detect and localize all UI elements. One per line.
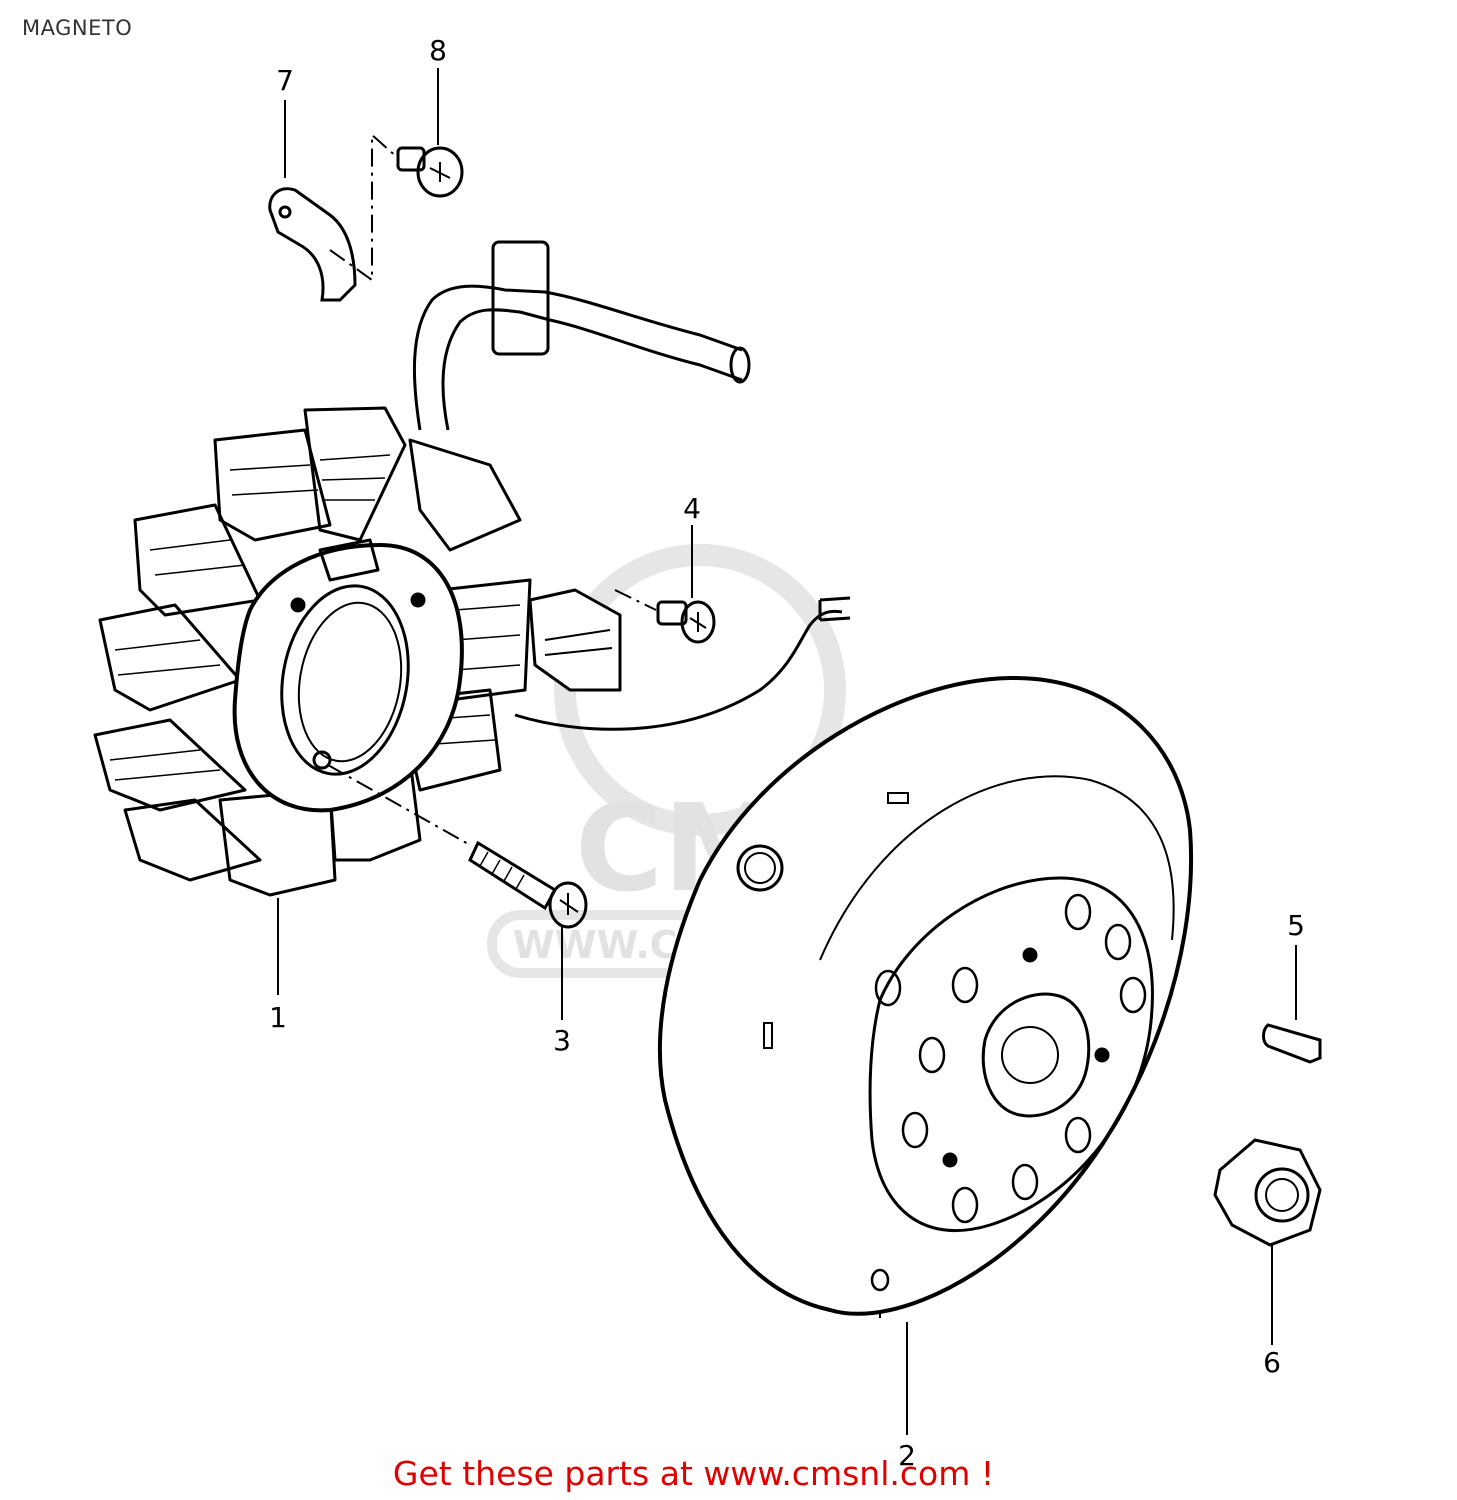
callout-4: 4 (683, 492, 701, 525)
page-title: MAGNETO (22, 16, 133, 40)
callout-3: 3 (553, 1024, 571, 1057)
coil-windings (109, 454, 521, 781)
footer-text: Get these parts at www.cmsnl.com ! (392, 1454, 995, 1493)
watermark-logo-ring (554, 544, 846, 836)
callout-5: 5 (1287, 909, 1305, 942)
footer-link-text[interactable]: Get these parts at www.cmsnl.com ! (0, 1454, 1457, 1493)
pickup-screw (656, 600, 716, 644)
assembly-line-pickup-screw (614, 589, 657, 611)
stator-mount-hole (410, 592, 426, 608)
stator-wire-clip (318, 538, 380, 582)
rotor-plug (736, 844, 784, 892)
stator-mount-hole (312, 750, 332, 770)
callout-1: 1 (269, 1001, 287, 1034)
rotor (657, 675, 1194, 1318)
woodruff-key (1262, 1023, 1322, 1064)
stator-bore-inner (297, 601, 403, 763)
rotor-rim-edge (819, 775, 1175, 961)
callout-7: 7 (276, 64, 294, 97)
clamp (268, 187, 357, 302)
harness-wire-edge (441, 308, 743, 431)
rotor-hub (981, 992, 1091, 1118)
pickup-coil (528, 588, 622, 692)
rotor-holes (870, 893, 1147, 1292)
callout-6: 6 (1263, 1346, 1281, 1379)
stator-screw (468, 840, 588, 929)
callout-labels: 1 2 3 4 5 6 7 8 (269, 34, 1305, 1472)
harness-grommet (491, 240, 550, 356)
pickup-lead (514, 609, 843, 731)
rotor-hub-bore (1001, 1026, 1059, 1084)
leader-lines (277, 68, 1297, 1435)
rotor-outer-shell (657, 675, 1194, 1316)
rotor-face (868, 876, 1154, 1232)
stator-bore (280, 584, 410, 776)
stator (93, 240, 851, 897)
pickup-terminal (818, 596, 851, 622)
clamp-screw (396, 146, 464, 198)
harness-wire (412, 284, 743, 431)
stator-mount-hole (290, 597, 306, 613)
harness-end (729, 346, 751, 384)
callout-2: 2 (898, 1439, 916, 1472)
callout-8: 8 (429, 34, 447, 67)
assembly-line-stator-screw (327, 764, 471, 846)
assembly-line-clamp (329, 132, 399, 282)
rotor-nut (1213, 1138, 1322, 1247)
